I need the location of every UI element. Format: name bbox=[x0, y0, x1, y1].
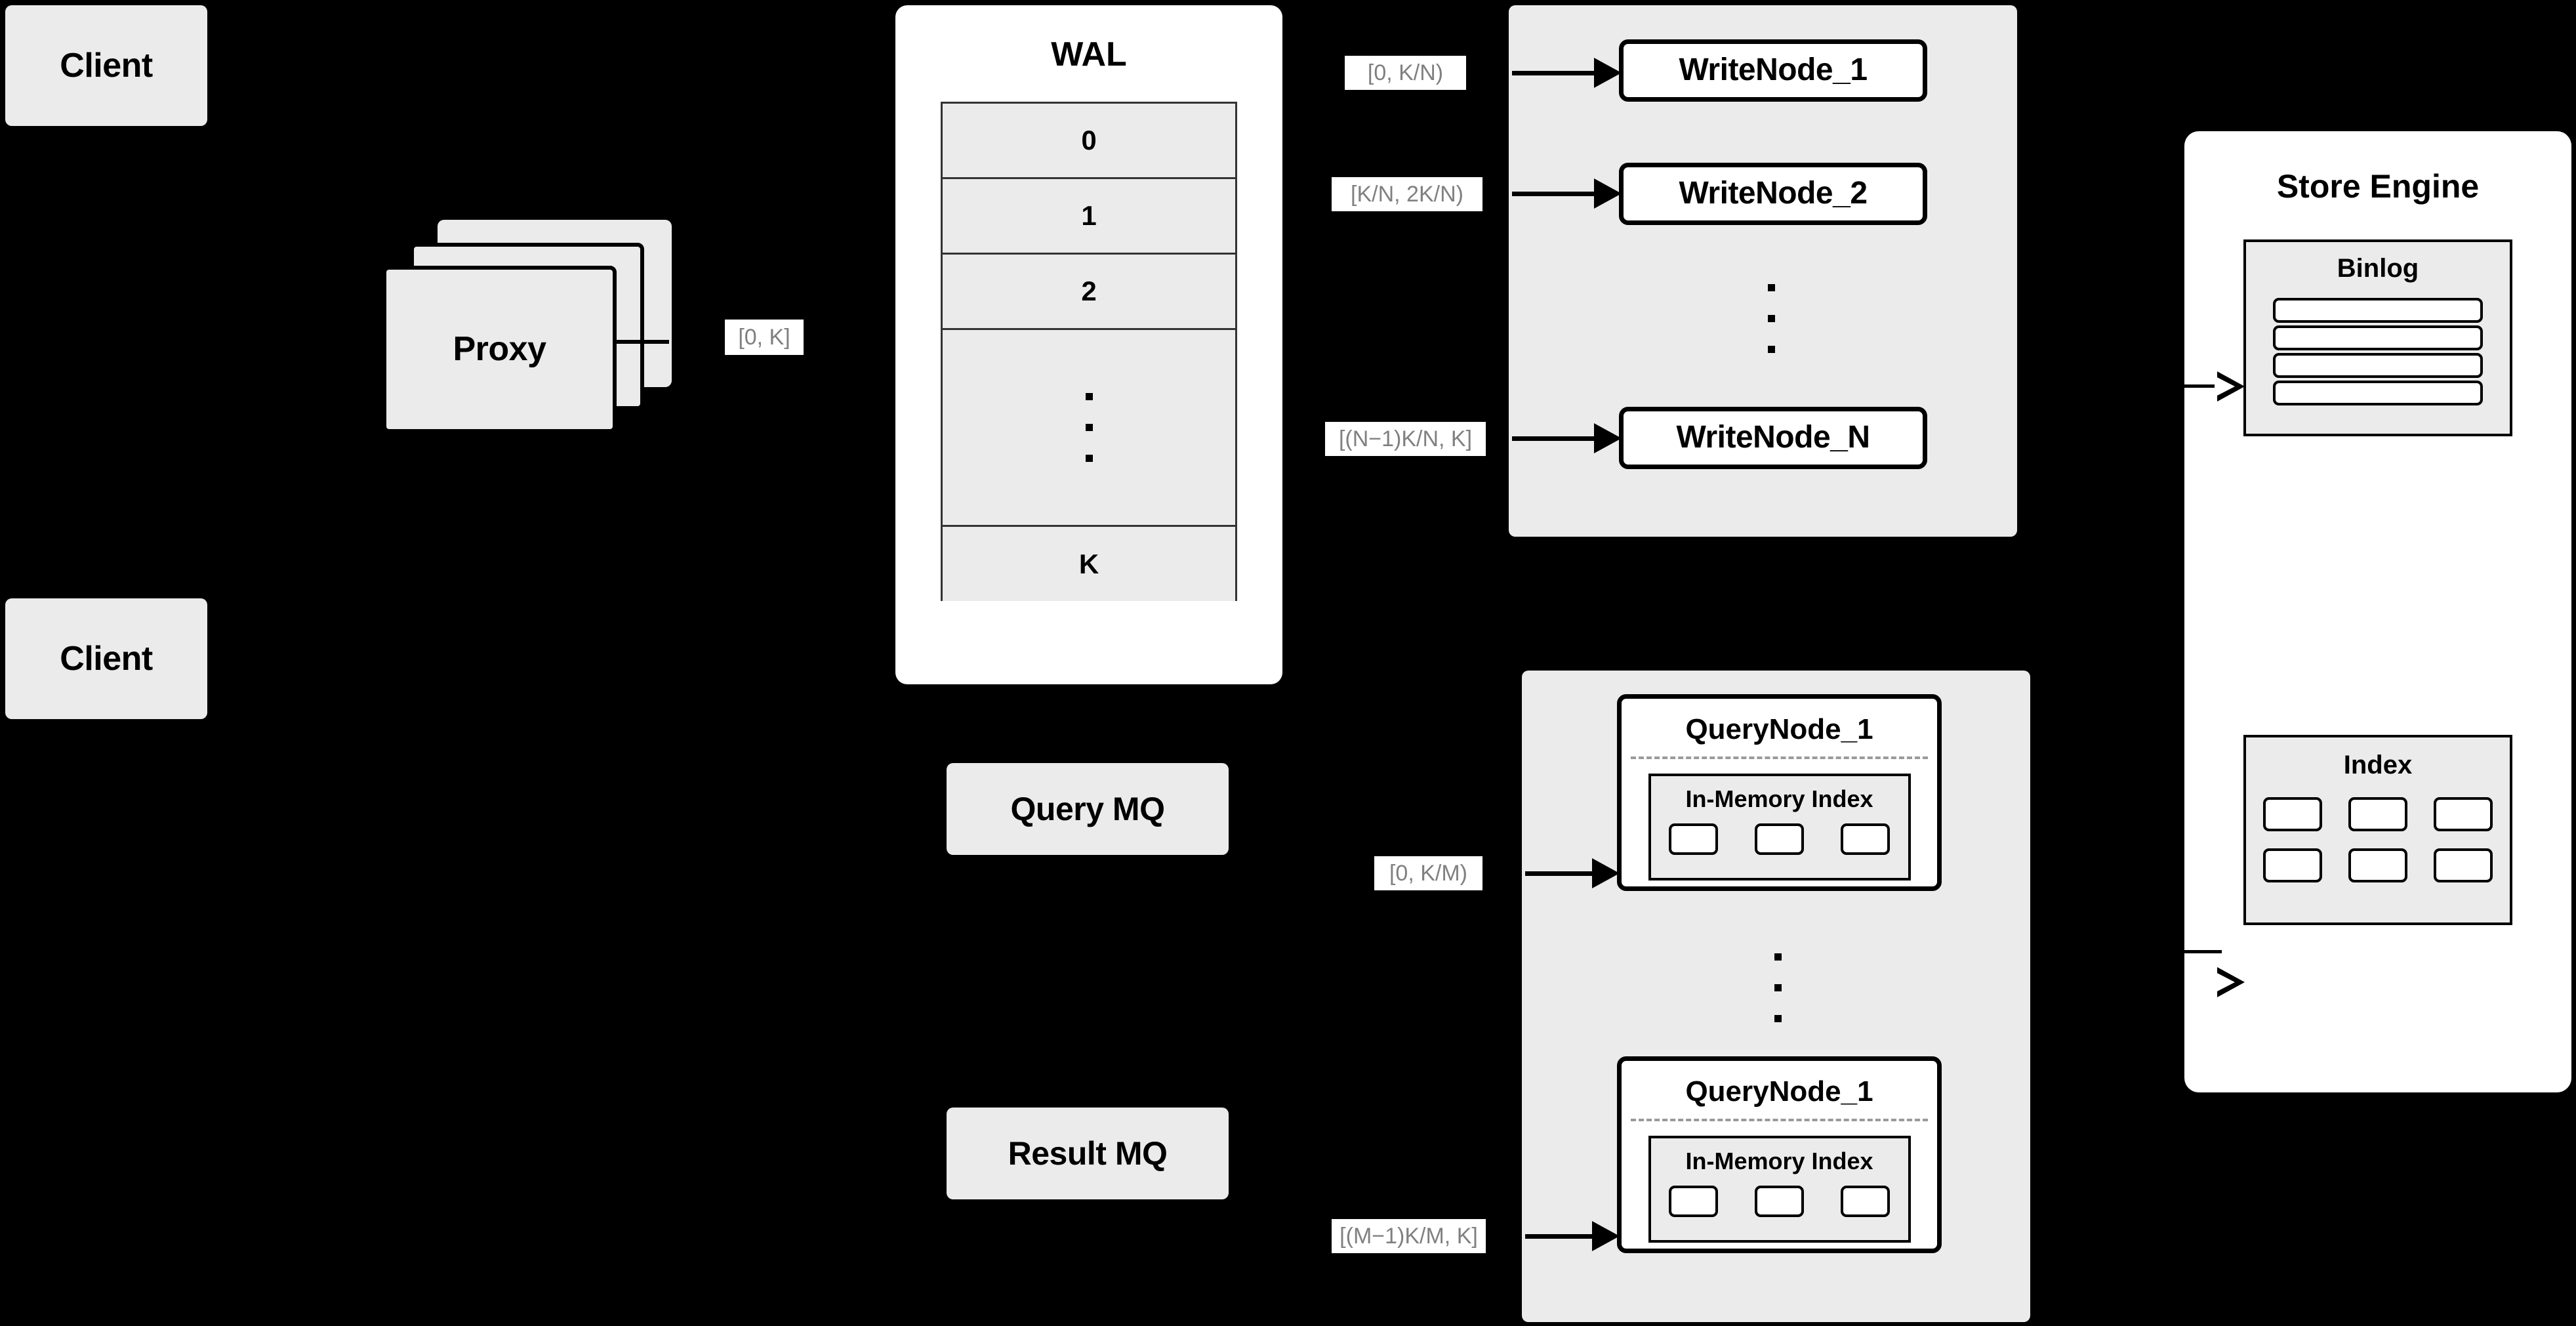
index-cell[interactable] bbox=[1754, 823, 1804, 855]
wal-row-ellipsis bbox=[943, 330, 1235, 527]
store-engine-title: Store Engine bbox=[2276, 168, 2480, 205]
client-node-1[interactable]: Client bbox=[5, 5, 207, 126]
index-title: Index bbox=[2343, 751, 2413, 779]
query-node-2-label: QueryNode_1 bbox=[1685, 1075, 1873, 1108]
proxy-node-label: Proxy bbox=[453, 330, 546, 369]
arrow-head-write-node-2 bbox=[1594, 178, 1622, 209]
query-mq-node[interactable]: Query MQ bbox=[947, 763, 1229, 855]
range-label-write-node-2: [K/N, 2K/N) bbox=[1332, 177, 1482, 211]
index-cell[interactable] bbox=[2348, 797, 2407, 831]
arrow-line-write-node-n bbox=[1512, 436, 1604, 441]
wal-row[interactable]: K bbox=[943, 527, 1235, 601]
index-cell[interactable] bbox=[1669, 1186, 1719, 1217]
arrow-line-store-index bbox=[2182, 950, 2222, 953]
arrow-head-query-node-1 bbox=[1592, 858, 1620, 888]
arrow-head-write-node-1 bbox=[1594, 58, 1622, 88]
query-node-1-label: QueryNode_1 bbox=[1685, 713, 1873, 745]
binlog-bar[interactable] bbox=[2273, 298, 2483, 323]
wal-row[interactable]: 2 bbox=[943, 255, 1235, 330]
binlog-box: Binlog bbox=[2243, 239, 2512, 436]
query-node-group-ellipsis bbox=[1745, 932, 1810, 1043]
index-cell[interactable] bbox=[2263, 848, 2322, 882]
range-label-write-node-n: [(N−1)K/N, K] bbox=[1325, 422, 1486, 456]
client-node-1-label: Client bbox=[60, 46, 153, 85]
client-node-2[interactable]: Client bbox=[5, 598, 207, 719]
write-node-n[interactable]: WriteNode_N bbox=[1619, 407, 1927, 469]
write-node-group-ellipsis bbox=[1738, 266, 1804, 371]
arrow-head-query-node-2 bbox=[1592, 1221, 1620, 1251]
write-node-2[interactable]: WriteNode_2 bbox=[1619, 163, 1927, 225]
range-label-query-node-2: [(M−1)K/M, K] bbox=[1332, 1219, 1486, 1253]
arrow-line-store-binlog bbox=[2182, 384, 2222, 388]
query-node-2-index-title: In-Memory Index bbox=[1685, 1148, 1873, 1174]
binlog-bar[interactable] bbox=[2273, 325, 2483, 350]
range-label-proxy-wal: [0, K] bbox=[725, 320, 804, 355]
proxy-connector-line bbox=[617, 340, 669, 344]
index-cell[interactable] bbox=[1669, 823, 1719, 855]
query-mq-label: Query MQ bbox=[1010, 790, 1165, 827]
index-cell[interactable] bbox=[1840, 1186, 1890, 1217]
index-cell[interactable] bbox=[2434, 797, 2493, 831]
query-node-1-in-memory-index: In-Memory Index bbox=[1648, 774, 1911, 881]
wal-row[interactable]: 0 bbox=[943, 104, 1235, 179]
store-engine-container: Store Engine Binlog Index bbox=[2184, 131, 2571, 1092]
arrow-head-store-index bbox=[2215, 967, 2245, 997]
range-label-write-node-1: [0, K/N) bbox=[1345, 56, 1466, 90]
arrow-line-write-node-1 bbox=[1512, 71, 1604, 75]
index-cell[interactable] bbox=[2263, 797, 2322, 831]
wal-rows: 0 1 2 K bbox=[941, 102, 1237, 601]
write-node-1-label: WriteNode_1 bbox=[1679, 52, 1868, 88]
query-node-2-in-memory-index: In-Memory Index bbox=[1648, 1136, 1911, 1243]
arrow-line-write-node-2 bbox=[1512, 192, 1604, 196]
query-node-2-separator bbox=[1631, 1119, 1928, 1121]
binlog-bar[interactable] bbox=[2273, 381, 2483, 405]
query-node-2[interactable]: QueryNode_1 In-Memory Index bbox=[1617, 1056, 1942, 1253]
index-cell[interactable] bbox=[2434, 848, 2493, 882]
index-cell[interactable] bbox=[2348, 848, 2407, 882]
wal-container: WAL 0 1 2 K bbox=[895, 5, 1282, 684]
wal-row[interactable]: 1 bbox=[943, 179, 1235, 255]
index-box: Index bbox=[2243, 735, 2512, 925]
write-node-2-label: WriteNode_2 bbox=[1679, 176, 1868, 211]
query-node-1-index-title: In-Memory Index bbox=[1685, 785, 1873, 812]
binlog-bar[interactable] bbox=[2273, 353, 2483, 378]
range-label-query-node-1: [0, K/M) bbox=[1374, 856, 1482, 890]
result-mq-label: Result MQ bbox=[1008, 1134, 1168, 1172]
arrow-line-query-node-2 bbox=[1525, 1234, 1601, 1239]
write-node-n-label: WriteNode_N bbox=[1676, 420, 1871, 455]
arrow-line-query-node-1 bbox=[1525, 871, 1601, 876]
wal-title: WAL bbox=[1051, 35, 1127, 73]
write-node-1[interactable]: WriteNode_1 bbox=[1619, 39, 1927, 102]
index-cell[interactable] bbox=[1840, 823, 1890, 855]
query-node-1-separator bbox=[1631, 756, 1928, 759]
proxy-node[interactable]: Proxy bbox=[382, 266, 617, 433]
binlog-title: Binlog bbox=[2337, 254, 2419, 283]
client-node-2-label: Client bbox=[60, 639, 153, 678]
index-cell[interactable] bbox=[1754, 1186, 1804, 1217]
arrow-head-store-binlog bbox=[2215, 371, 2245, 402]
result-mq-node[interactable]: Result MQ bbox=[947, 1108, 1229, 1199]
arrow-head-write-node-n bbox=[1594, 423, 1622, 453]
query-node-1[interactable]: QueryNode_1 In-Memory Index bbox=[1617, 694, 1942, 891]
